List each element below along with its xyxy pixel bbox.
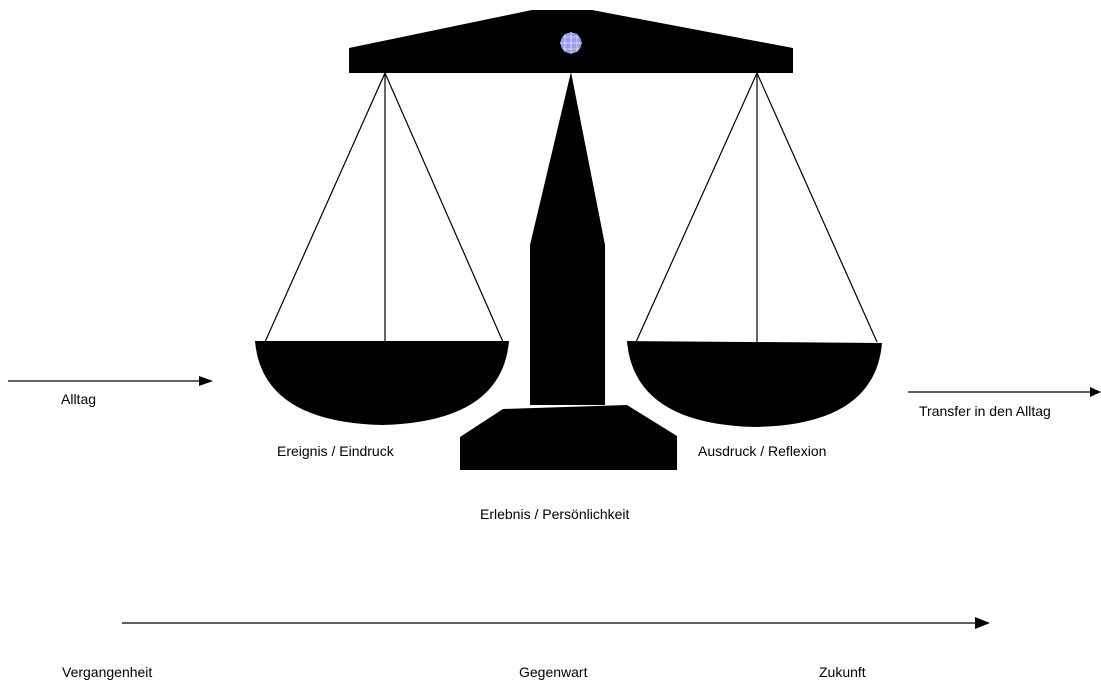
left-pan xyxy=(255,341,509,425)
pivot-knob-icon xyxy=(560,32,582,54)
label-gegenwart: Gegenwart xyxy=(519,664,587,680)
scale-pillar xyxy=(530,72,605,405)
timeline-arrow xyxy=(122,617,990,629)
arrow-transfer xyxy=(908,387,1101,397)
right-pan xyxy=(627,341,882,427)
left-strings xyxy=(265,73,503,342)
label-alltag: Alltag xyxy=(61,391,96,407)
right-strings xyxy=(636,73,877,342)
scale-base xyxy=(460,405,677,470)
label-vergangenheit: Vergangenheit xyxy=(62,664,152,680)
label-erlebnis: Erlebnis / Persönlichkeit xyxy=(480,506,629,522)
label-ausdruck: Ausdruck / Reflexion xyxy=(698,443,826,459)
label-transfer: Transfer in den Alltag xyxy=(919,403,1051,419)
label-zukunft: Zukunft xyxy=(819,664,866,680)
arrow-alltag xyxy=(8,376,213,386)
label-ereignis: Ereignis / Eindruck xyxy=(277,443,394,459)
